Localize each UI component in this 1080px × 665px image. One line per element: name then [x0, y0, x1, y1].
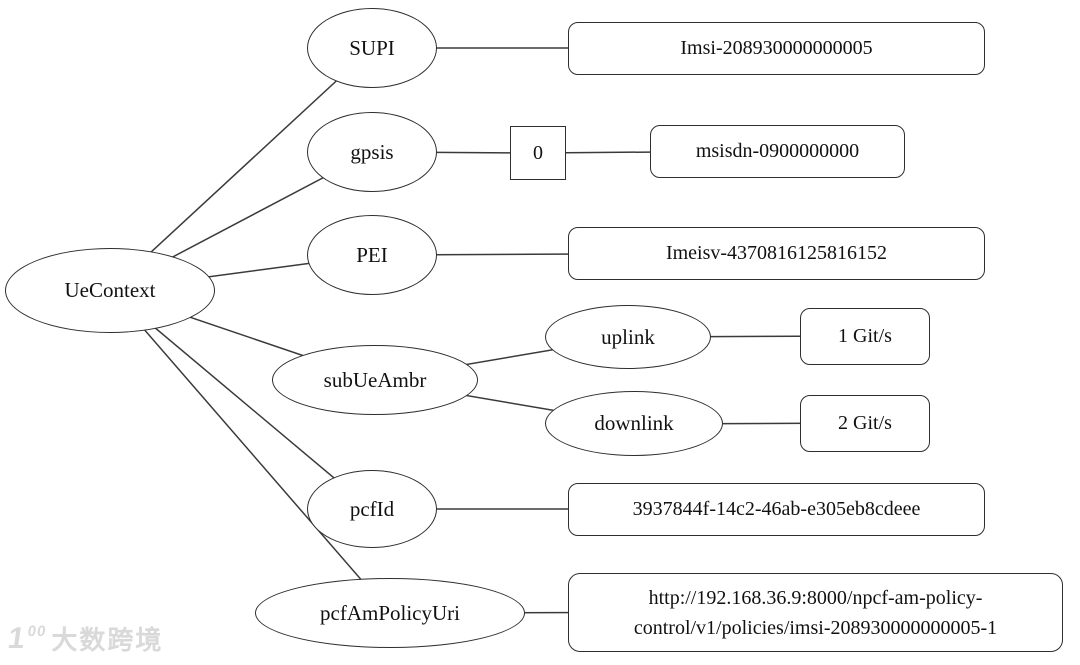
node-pcfampolicyuri: pcfAmPolicyUri	[255, 578, 525, 648]
node-subueambr-label: subUeAmbr	[323, 367, 427, 392]
node-subueambr: subUeAmbr	[272, 345, 478, 415]
node-downlink-label: downlink	[594, 411, 674, 435]
edge-root-pcfampolicyuri	[109, 289, 391, 614]
value-downlink-text: 2 Git/s	[838, 412, 892, 434]
edge-root-supi	[109, 47, 373, 291]
node-uecontext-label: UeContext	[64, 278, 156, 302]
value-gpsis: msisdn-0900000000	[650, 125, 905, 178]
node-pcfampolicyuri-label: pcfAmPolicyUri	[320, 600, 460, 625]
watermark-logo-icon: 1 00	[6, 622, 48, 656]
watermark: 1 00 大数跨境	[6, 620, 164, 657]
node-pei: PEI	[307, 215, 437, 295]
node-supi: SUPI	[307, 8, 437, 88]
value-pcfampolicyuri: http://192.168.36.9:8000/npcf-am-policy-…	[568, 573, 1063, 652]
value-downlink: 2 Git/s	[800, 395, 930, 452]
node-uplink: uplink	[545, 305, 711, 369]
value-supi-text: Imsi-208930000000005	[680, 37, 873, 59]
value-pcfampolicyuri-line2: control/v1/policies/imsi-208930000000005…	[633, 616, 998, 639]
node-uecontext: UeContext	[5, 248, 215, 333]
node-uplink-label: uplink	[601, 324, 655, 349]
node-gpsis-index-text: 0	[533, 141, 543, 164]
value-pei: Imeisv-4370816125816152	[568, 227, 985, 280]
node-pcfid: pcfId	[307, 470, 437, 548]
node-supi-label: SUPI	[349, 35, 395, 60]
value-uplink: 1 Git/s	[800, 308, 930, 365]
node-gpsis: gpsis	[307, 112, 437, 192]
node-gpsis-label: gpsis	[350, 139, 394, 164]
watermark-logo-digit: 1	[5, 621, 30, 655]
value-pei-text: Imeisv-4370816125816152	[665, 242, 888, 264]
watermark-brand-text: 大数跨境	[51, 625, 164, 655]
node-downlink: downlink	[545, 391, 723, 456]
value-uplink-text: 1 Git/s	[838, 325, 892, 347]
node-pei-label: PEI	[356, 242, 388, 267]
value-pcfid: 3937844f-14c2-46ab-e305eb8cdeee	[568, 483, 985, 536]
value-pcfampolicyuri-line1: http://192.168.36.9:8000/npcf-am-policy-	[648, 586, 983, 609]
value-supi: Imsi-208930000000005	[568, 22, 985, 75]
watermark-logo-superscript: 00	[26, 622, 48, 640]
value-pcfid-text: 3937844f-14c2-46ab-e305eb8cdeee	[632, 498, 921, 520]
value-gpsis-text: msisdn-0900000000	[695, 140, 860, 162]
node-gpsis-index: 0	[510, 126, 566, 180]
node-pcfid-label: pcfId	[349, 496, 395, 521]
